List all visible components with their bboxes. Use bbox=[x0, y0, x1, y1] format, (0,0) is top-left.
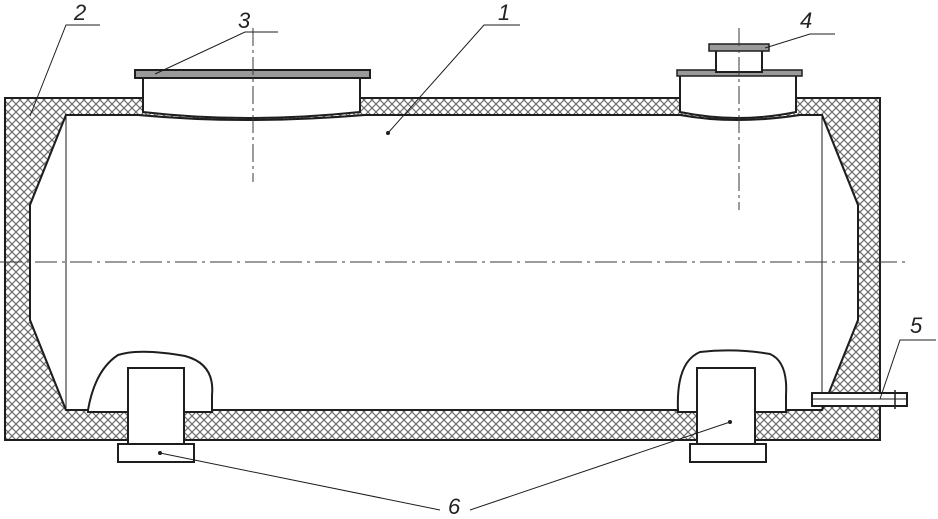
callout-1: 1 bbox=[498, 0, 510, 25]
drain-pipe bbox=[811, 390, 908, 409]
leader-4 bbox=[764, 33, 835, 49]
callout-4: 4 bbox=[800, 8, 812, 33]
right-support bbox=[676, 349, 788, 463]
leader-6b bbox=[469, 421, 731, 511]
manhole-neck bbox=[142, 77, 361, 119]
left-support bbox=[87, 350, 214, 463]
callout-5: 5 bbox=[910, 313, 923, 338]
leader-1 bbox=[387, 24, 520, 134]
leader-6a bbox=[159, 452, 441, 511]
breather-assembly bbox=[676, 28, 803, 210]
callout-2: 2 bbox=[73, 0, 86, 25]
manhole-assembly bbox=[134, 28, 371, 182]
callout-3: 3 bbox=[238, 8, 251, 33]
leader-2 bbox=[29, 24, 100, 117]
callout-6: 6 bbox=[448, 494, 461, 519]
leader-5 bbox=[879, 339, 936, 400]
breather-body bbox=[679, 71, 797, 119]
leader-3 bbox=[154, 31, 278, 75]
